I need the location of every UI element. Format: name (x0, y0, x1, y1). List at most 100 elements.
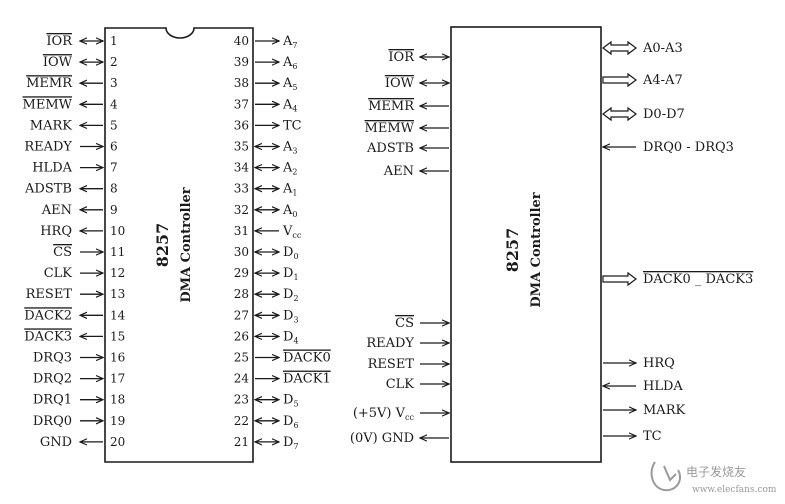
logic-right-tc-label-text: TC (643, 429, 662, 444)
logic-left-memr: MEMR (368, 99, 449, 114)
dip-pin-7-number: 7 (110, 161, 118, 175)
logic-left-reset-label: RESET (368, 357, 415, 372)
logic-left-adstb-label-text: ADSTB (366, 141, 414, 156)
logic-left-5v-vcc-label-subscript: cc (405, 413, 414, 422)
logic-right-hlda-label: HLDA (643, 379, 683, 394)
logic-left-memw-label-text: MEMW (365, 121, 415, 136)
dip-pin-14-number: 14 (110, 308, 126, 322)
logic-left-cs-label: CS (395, 316, 414, 331)
logic-left-5v-vcc-label: (+5V) Vcc (353, 406, 415, 422)
dip-pin-24-number: 24 (234, 372, 250, 386)
dip-pin-31-label-subscript: cc (292, 231, 301, 240)
dip-pin-4-label: MEMW (23, 97, 73, 112)
dip-pin-38-label-text: A (282, 76, 293, 91)
dip-pin-26-number: 26 (234, 329, 249, 343)
dip-pin-17: DRQ2 17 (33, 372, 125, 387)
logic-left-ready: READY (366, 336, 449, 351)
dip-pin-34-label-text: A (282, 161, 293, 176)
dip-pin-23-label-text: D (283, 393, 293, 408)
dip-pin-25-label-text: DACK0 (283, 351, 331, 366)
dip-pin-1-label: IOR (46, 34, 73, 49)
dip-pin-2-label-text: IOW (43, 55, 73, 70)
dip-pin-18-label-text: DRQ1 (33, 393, 72, 408)
logic-left-ready-label: READY (366, 336, 414, 351)
logic-right-hrq: HRQ (603, 356, 675, 371)
dip-pin-8-number: 8 (110, 182, 118, 196)
dip-pin-23-label: D5 (283, 393, 299, 409)
logic-left-aen-label: AEN (383, 164, 414, 179)
dip-pin-3-number: 3 (110, 76, 118, 90)
dip-pin-22-label-subscript: 6 (293, 421, 298, 430)
logic-right-a0-a3-label: A0-A3 (642, 41, 683, 56)
logic-right-tc-label: TC (643, 429, 662, 444)
logic-chip-title: 8257 (503, 228, 522, 273)
dip-pin-30-label-subscript: 0 (293, 252, 298, 261)
logic-left-cs: CS (395, 316, 449, 331)
dip-pin-6-label-text: READY (24, 140, 72, 155)
logic-right-a0-a3: A0-A3 (602, 40, 683, 56)
dip-pin-28-label-text: D (283, 287, 293, 302)
dip-pin-7-label-text: HLDA (32, 161, 72, 176)
logic-left-clk-label: CLK (386, 377, 415, 392)
logic-right-dack0-dack3: DACK0 _ DACK3 (602, 271, 753, 287)
dip-pin-11-label: CS (53, 245, 72, 260)
logic-right-d0-d7: D0-D7 (602, 106, 685, 122)
dip-pin-19-label: DRQ0 (33, 414, 72, 429)
dip-pin-10-label-text: HRQ (40, 224, 72, 239)
dip-chip-title: 8257 (153, 223, 172, 268)
logic-right-a0-a3-bus-shape (602, 40, 637, 56)
dip-pin-18-number: 18 (110, 393, 125, 407)
dip-pin-16-number: 16 (110, 351, 125, 365)
dip-pin-27-label: D3 (283, 308, 299, 324)
dip-pin-17-number: 17 (110, 372, 125, 386)
logic-left-0v-gnd-label: (0V) GND (350, 431, 414, 446)
watermark-logo-icon (650, 461, 682, 492)
dip-pin-8-label: ADSTB (24, 182, 72, 197)
dip-pin-6-label: READY (24, 140, 72, 155)
dip-pin-5-number: 5 (110, 118, 118, 132)
dip-pin-31-label: Vcc (282, 224, 302, 240)
dip-pin-8-label-text: ADSTB (24, 182, 72, 197)
logic-left-0v-gnd: (0V) GND (350, 431, 449, 446)
dip-pin-35-label: A3 (282, 140, 297, 156)
dip-pin-8: ADSTB 8 (24, 182, 118, 197)
dip-pin-21-label-subscript: 7 (293, 442, 298, 451)
logic-right-mark: MARK (603, 403, 685, 418)
logic-left-aen-label-text: AEN (383, 164, 414, 179)
dip-pin-22-number: 22 (234, 414, 249, 428)
logic-left-ready-label-text: READY (366, 336, 414, 351)
logic-right-drq0-drq3: DRQ0 - DRQ3 (603, 140, 734, 155)
dip-pin-17-label-text: DRQ2 (33, 372, 72, 387)
dip-pin-39-number: 39 (234, 55, 249, 69)
dip-pin-34-label-subscript: 2 (292, 168, 297, 177)
logic-right-d0-d7-label: D0-D7 (643, 107, 685, 122)
logic-left-ior: IOR (388, 50, 449, 65)
dip-pin-33-label-text: A (282, 182, 293, 197)
dip-pin-29-label-text: D (283, 266, 293, 281)
dip-pin-21-number: 21 (234, 435, 249, 449)
logic-right-a0-a3-label-text: A0-A3 (642, 41, 683, 56)
dip-outline (104, 27, 254, 463)
dip-pin-30-number: 30 (234, 245, 249, 259)
dip-pin-38-number: 38 (234, 76, 249, 90)
dip-pin-4-number: 4 (110, 97, 118, 111)
